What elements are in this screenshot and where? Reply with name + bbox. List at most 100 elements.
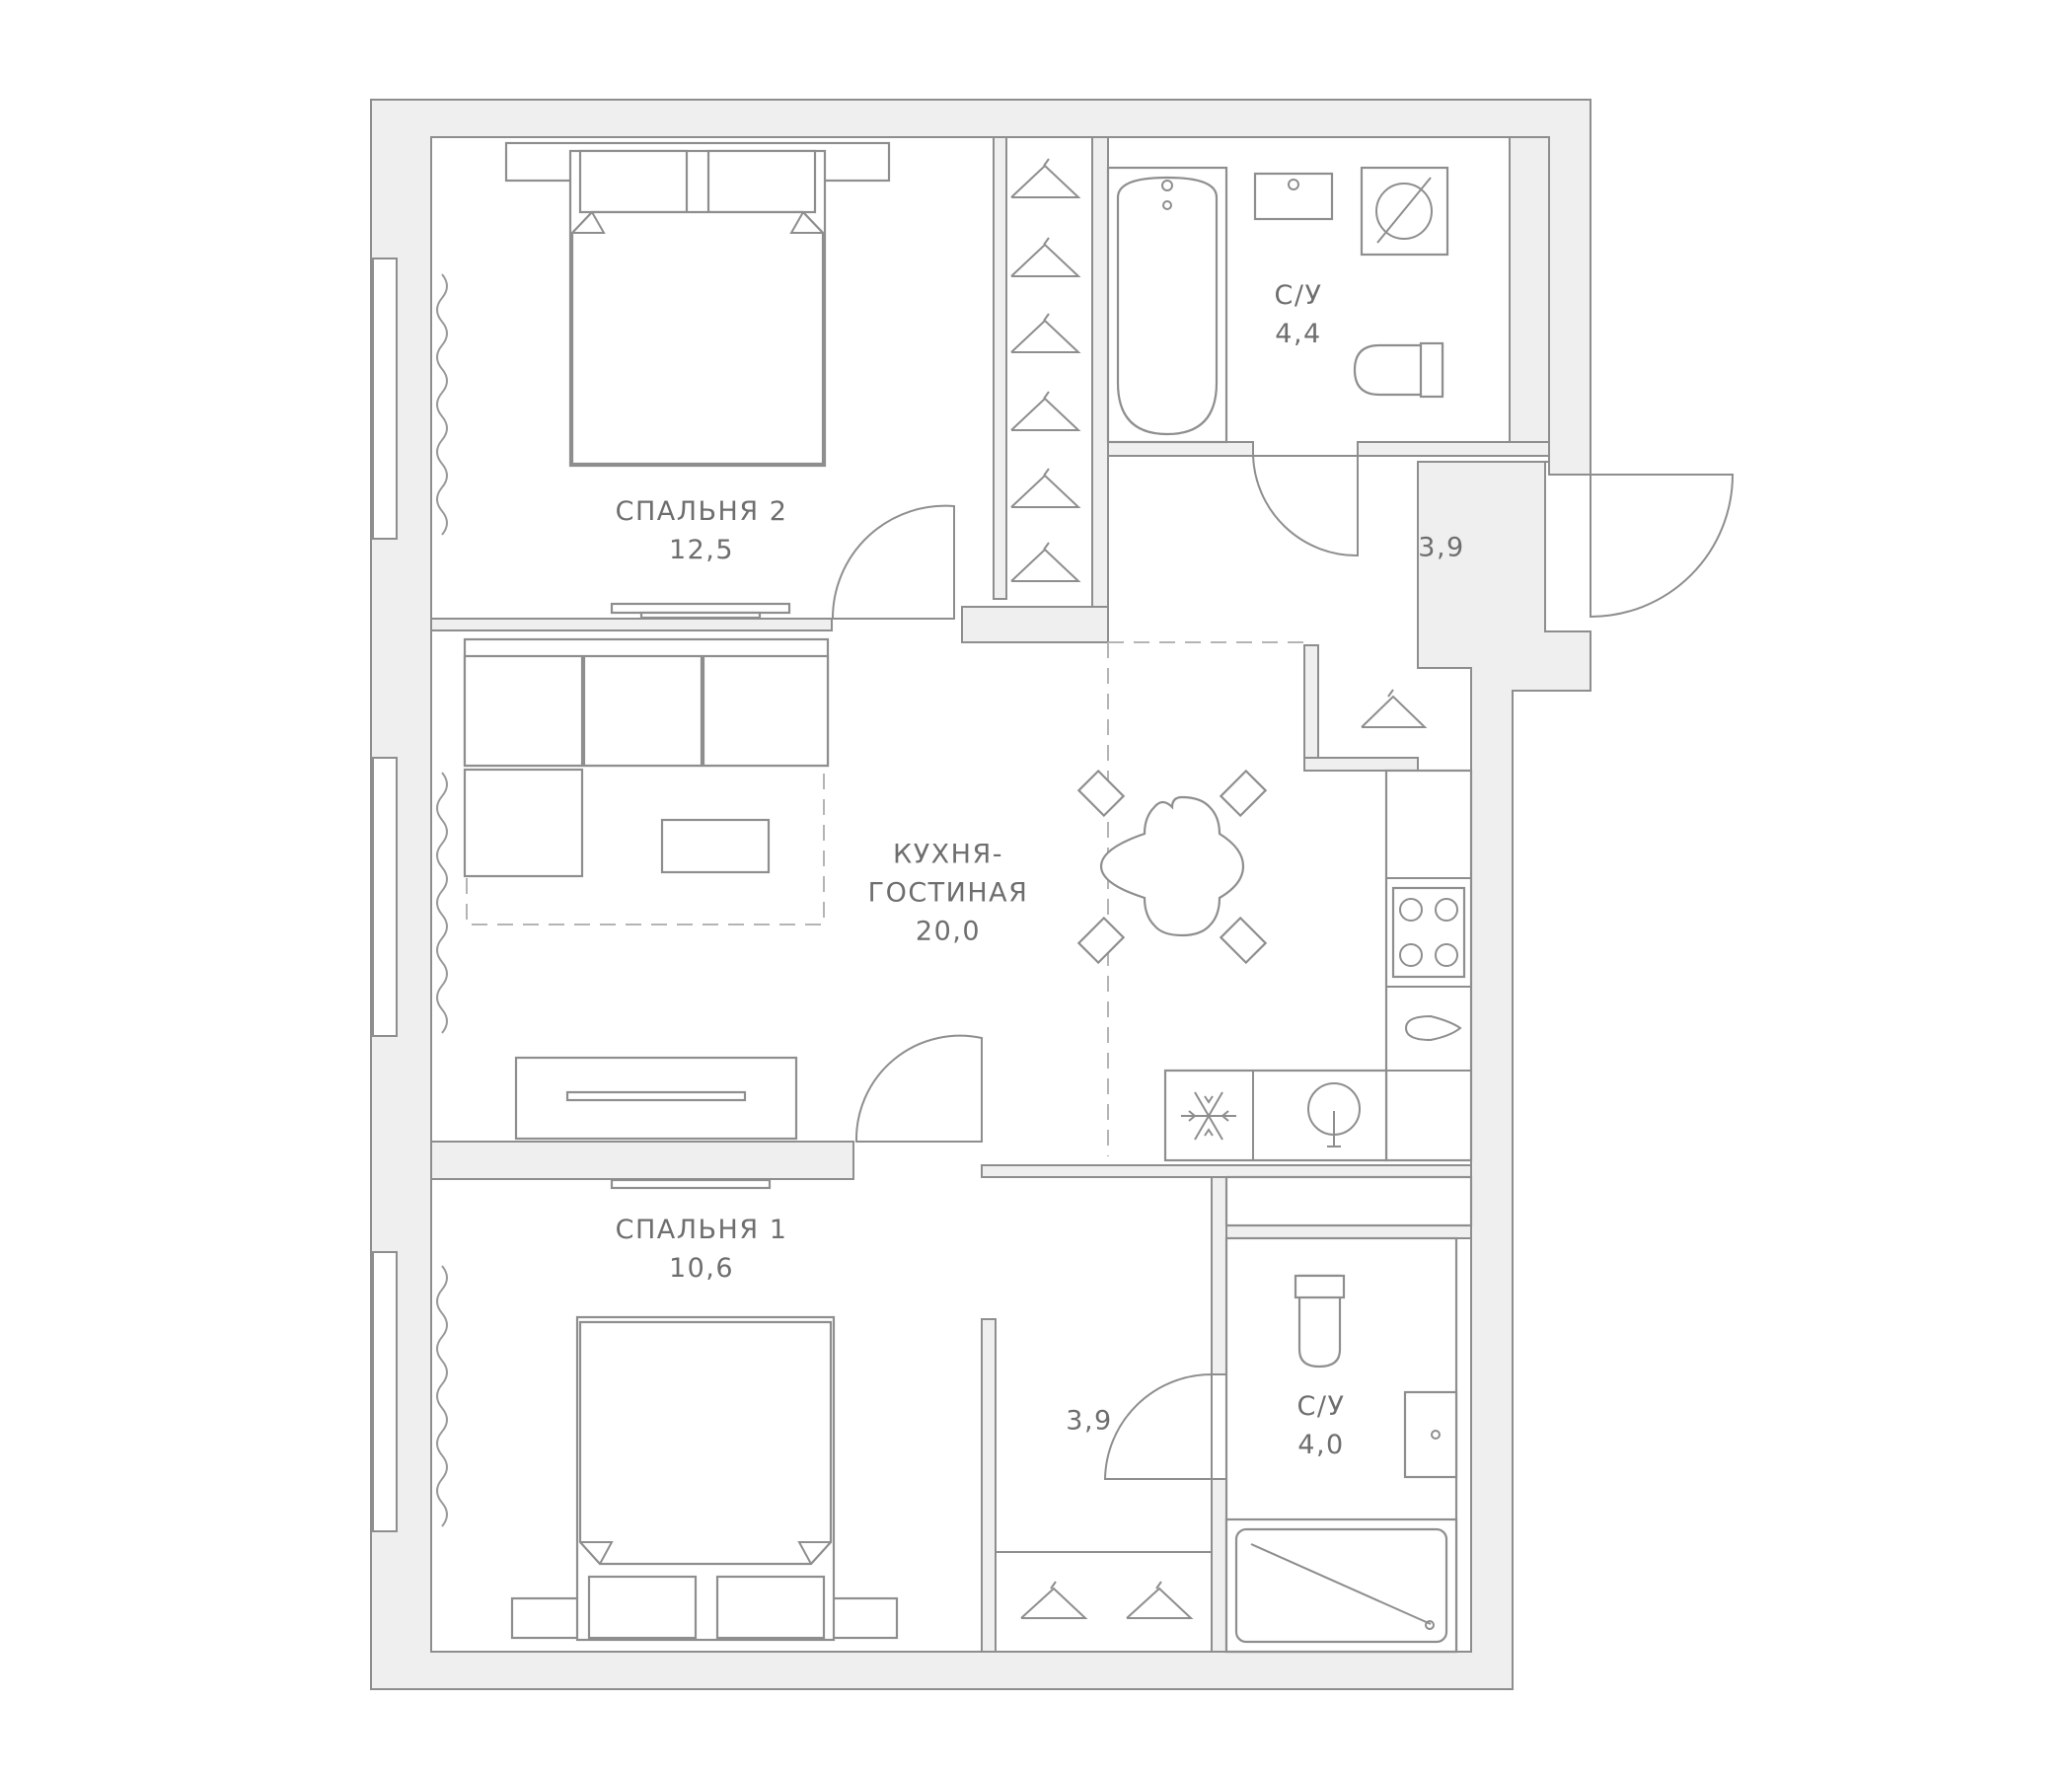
bathtub-drain <box>1161 180 1173 191</box>
room-area: 12,5 <box>668 535 735 565</box>
bathtub-tap <box>1162 200 1172 210</box>
room-area: 4,0 <box>1297 1430 1345 1460</box>
bed-bedroom1 <box>510 1315 899 1642</box>
wall-bath-bottom-left-a <box>1211 1176 1227 1375</box>
wall-bath-top-bottom-right <box>1357 441 1550 457</box>
chair <box>1076 916 1126 965</box>
room-area: 4,4 <box>1275 319 1322 349</box>
washing-machine-drum <box>1375 183 1433 240</box>
pillow <box>715 1575 826 1640</box>
wall-wardrobe-left <box>993 136 1007 600</box>
room-name: СПАЛЬНЯ 1 <box>615 1215 788 1245</box>
burner <box>1399 898 1423 922</box>
blanket <box>578 1320 833 1566</box>
sink-tap <box>1327 1111 1341 1147</box>
window-bedroom2 <box>372 258 398 540</box>
window-bedroom1 <box>372 1251 398 1532</box>
pillow <box>578 149 689 214</box>
door-bath-top <box>1251 455 1359 557</box>
pillow <box>706 149 817 214</box>
hanger-icon <box>1010 158 1081 198</box>
doors <box>831 455 1735 1480</box>
wall-bedroom2-bottom <box>430 618 833 631</box>
tv-bedroom2 <box>610 602 791 615</box>
hanger-icon <box>1361 689 1428 728</box>
burner <box>1435 943 1458 967</box>
bathtub <box>1234 1527 1448 1644</box>
room-label-hall-bottom: 3,9 <box>1066 1402 1112 1441</box>
room-label-hall-top: 3,9 <box>1418 529 1464 567</box>
chair <box>1219 916 1268 965</box>
hanger-icon <box>1010 313 1081 353</box>
room-area: 3,9 <box>1418 532 1465 563</box>
hanger-icon <box>1010 391 1081 431</box>
bathtub-drain <box>1425 1620 1435 1630</box>
sofa-cushion <box>463 654 584 768</box>
blanket-fold <box>572 211 823 234</box>
door-entrance <box>1590 474 1735 619</box>
bathroom-top-fixtures <box>1106 166 1449 444</box>
bath-bottom-shelf <box>1224 1175 1473 1227</box>
wall-bath-bottom-left-b <box>1211 1478 1227 1653</box>
door-bedroom2 <box>831 504 955 620</box>
room-name: СПАЛЬНЯ 2 <box>615 496 788 527</box>
hanger-icon <box>1010 542 1081 582</box>
room-area: 10,6 <box>668 1253 735 1284</box>
room-name: С/У <box>1296 1391 1346 1422</box>
wardrobe-hangers <box>1010 158 1081 582</box>
dining-set <box>1076 769 1268 965</box>
sink-drop <box>1404 1014 1462 1042</box>
room-label-kitchen-living: КУХНЯ- ГОСТИНАЯ 20,0 <box>868 836 1029 951</box>
wall-bedroom1-top <box>430 1141 854 1180</box>
room-label-bedroom1: СПАЛЬНЯ 1 10,6 <box>616 1211 788 1288</box>
curtain-bedroom2 <box>436 273 448 536</box>
curtains <box>436 273 448 1527</box>
room-area: 20,0 <box>915 916 982 947</box>
kitchen-counter <box>1163 769 1473 1162</box>
window-living <box>372 757 398 1037</box>
blanket <box>570 210 825 466</box>
wall-shaft <box>1509 136 1550 443</box>
tv-stand-bedroom2 <box>639 611 762 620</box>
room-label-bathroom-top: С/У 4,4 <box>1275 276 1323 353</box>
wall-bath-top-bottom-left <box>1107 441 1254 457</box>
sofa-chaise <box>463 768 584 878</box>
curtain-living <box>436 772 448 1034</box>
curtain-bedroom1 <box>436 1265 448 1527</box>
blanket-fold <box>580 1541 831 1565</box>
walls <box>370 99 1591 1690</box>
room-area: 3,9 <box>1066 1405 1113 1437</box>
sink-tap <box>1431 1430 1441 1440</box>
bathtub <box>1116 176 1219 436</box>
sink <box>1253 172 1334 221</box>
hanger-icon <box>1010 468 1081 508</box>
bathtub-mark <box>1250 1543 1432 1625</box>
chair <box>1076 769 1126 818</box>
pillow <box>587 1575 698 1640</box>
washing-machine-mark <box>1376 177 1432 244</box>
dining-table <box>1099 795 1245 937</box>
wall-bath-bottom-top <box>1225 1224 1472 1239</box>
wall-wardrobe-bottom <box>961 606 1109 643</box>
sink-tap <box>1288 179 1299 190</box>
hanger-icon <box>1020 1581 1088 1619</box>
bathroom-bottom-fixtures <box>1224 1236 1458 1654</box>
coffee-table <box>660 818 771 874</box>
room-name: С/У <box>1274 280 1323 311</box>
wall-hall-bottom-top <box>981 1164 1472 1178</box>
door-bath-bottom <box>1103 1372 1213 1480</box>
room-name-line2: ГОСТИНАЯ <box>867 877 1029 909</box>
burner <box>1399 943 1423 967</box>
room-label-bedroom2: СПАЛЬНЯ 2 12,5 <box>616 492 788 569</box>
snowflake-icon <box>1181 1091 1236 1141</box>
wall-closet-left <box>1303 644 1319 768</box>
door-living <box>854 1034 983 1143</box>
washing-machine <box>1360 166 1449 257</box>
toilet-tank <box>1294 1274 1346 1299</box>
hanger-icon <box>1010 237 1081 277</box>
hanger-icon <box>1126 1581 1194 1619</box>
chair <box>1219 769 1268 818</box>
sofa-cushion <box>702 654 830 768</box>
room-label-bathroom-bottom: С/У 4,0 <box>1297 1387 1346 1464</box>
